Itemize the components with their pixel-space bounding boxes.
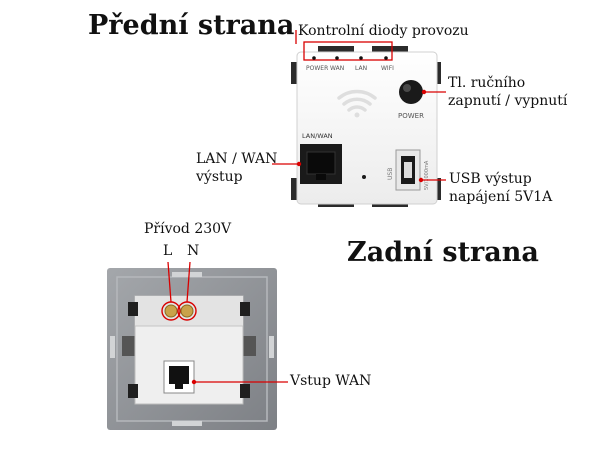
back-device bbox=[107, 268, 277, 430]
callout-dot-usb bbox=[418, 177, 424, 183]
neutral-terminal-label: N bbox=[187, 243, 200, 259]
live-terminal-label: L bbox=[163, 243, 173, 259]
led-label-wan: WAN bbox=[330, 65, 344, 72]
led-label: Kontrolní diody provozu bbox=[298, 23, 469, 39]
module-latch bbox=[240, 384, 250, 398]
led-wan bbox=[335, 56, 339, 60]
usb-rating-text: 5V/1000mA bbox=[424, 160, 430, 190]
mains-input-label: Přívod 230V bbox=[144, 221, 232, 237]
usb-output-label-line2: napájení 5V1A bbox=[449, 189, 553, 205]
callout-line-neutral bbox=[186, 261, 191, 303]
mount-tab bbox=[291, 62, 300, 84]
module-latch bbox=[128, 302, 138, 316]
led-label-power: POWER bbox=[306, 65, 328, 72]
mount-tab bbox=[372, 46, 408, 54]
power-button-label: Tl. ručního zapnutí / vypnutí bbox=[448, 74, 567, 110]
side-clip bbox=[242, 336, 256, 356]
ethernet-port-caption: LAN/WAN bbox=[302, 132, 333, 140]
usb-output-label-line1: USB výstup bbox=[449, 171, 532, 187]
callouts bbox=[167, 30, 446, 385]
wan-input-label: Vstup WAN bbox=[290, 373, 372, 389]
led-power bbox=[312, 56, 316, 60]
frame-slot bbox=[172, 421, 202, 426]
rear-ethernet-port-icon bbox=[163, 360, 195, 394]
led-highlight-box bbox=[303, 41, 393, 61]
wifi-icon bbox=[337, 89, 377, 118]
lan-wan-output-label: LAN / WAN výstup bbox=[196, 150, 277, 186]
callout-dot-power bbox=[421, 89, 427, 95]
back-side-heading: Zadní strana bbox=[347, 237, 539, 268]
lan-wan-output-label-line1: LAN / WAN bbox=[196, 151, 278, 167]
frame-slot bbox=[269, 336, 274, 358]
callout-dot-lan-wan bbox=[296, 161, 302, 167]
side-clip bbox=[122, 336, 136, 356]
mount-tab bbox=[291, 178, 300, 200]
usb-output-label: USB výstup napájení 5V1A bbox=[449, 170, 552, 206]
led-lan bbox=[359, 56, 363, 60]
front-device: POWER WAN LAN WIFI POWER LAN/WAN bbox=[291, 41, 441, 207]
neutral-terminal-screw bbox=[177, 301, 197, 321]
power-button-icon bbox=[399, 80, 423, 104]
front-side-heading: Přední strana bbox=[88, 10, 295, 41]
usb-port-icon bbox=[395, 149, 421, 191]
ethernet-port-icon bbox=[300, 144, 342, 184]
indicator-dot bbox=[362, 175, 366, 179]
led-wifi bbox=[384, 56, 388, 60]
lan-wan-output-label-line2: výstup bbox=[196, 169, 243, 185]
power-button-label-line2: zapnutí / vypnutí bbox=[448, 93, 568, 109]
usb-vertical-text: USB bbox=[387, 168, 394, 180]
led-label-lan: LAN bbox=[355, 65, 367, 72]
callout-dot-wan-input bbox=[191, 379, 197, 385]
module-latch bbox=[240, 302, 250, 316]
callout-line-live bbox=[167, 261, 172, 303]
led-label-wifi: WIFI bbox=[381, 65, 394, 72]
mount-tab bbox=[318, 46, 354, 54]
frame-slot bbox=[110, 336, 115, 358]
module-latch bbox=[128, 384, 138, 398]
power-button-label-line1: Tl. ručního bbox=[448, 75, 526, 91]
power-button-caption: POWER bbox=[398, 112, 424, 120]
frame-slot bbox=[172, 272, 202, 277]
